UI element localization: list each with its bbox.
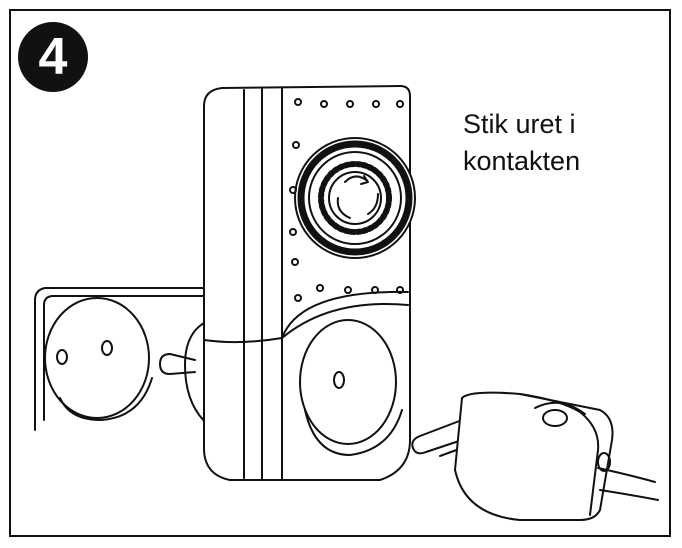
timer-plug-icon [203,85,416,481]
step-number-badge: 4 [18,22,88,92]
caption-line-2: kontakten [463,146,581,176]
timer-back-pin-icon [159,319,216,431]
wall-socket-icon [34,287,206,431]
instruction-caption: Stik uret i kontakten [463,106,580,180]
caption-line-1: Stik uret i [463,109,576,139]
power-plug-icon [411,391,659,521]
